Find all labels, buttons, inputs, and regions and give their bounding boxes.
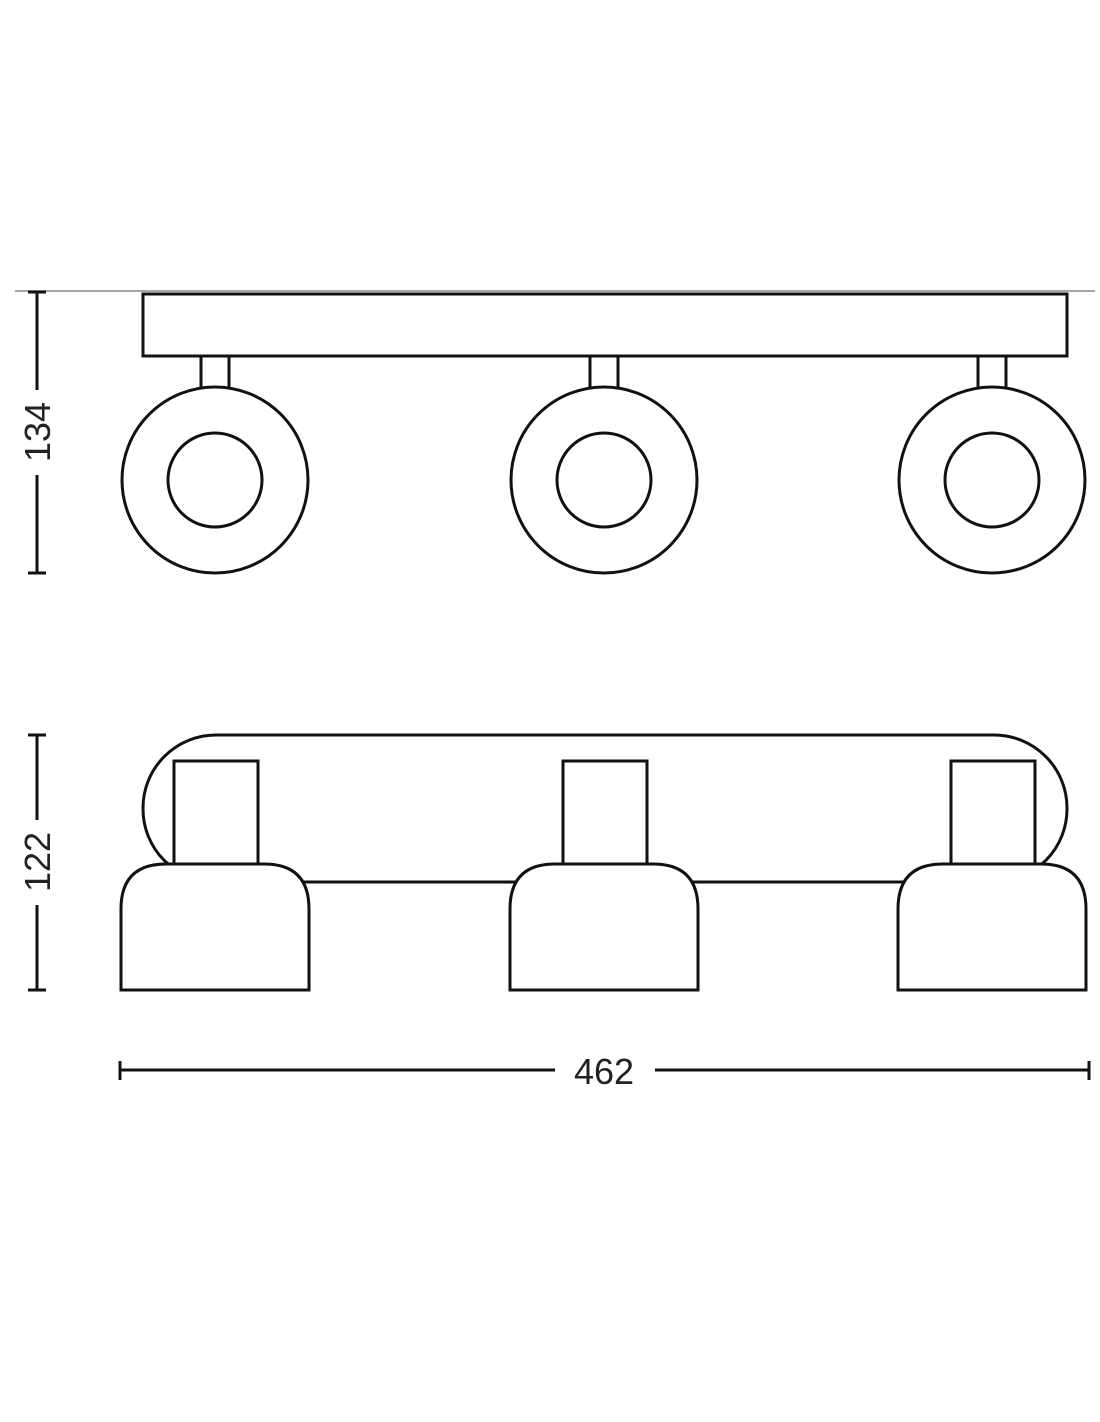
spot-shade (119, 862, 311, 992)
spotlight-front-center (509, 354, 699, 575)
spotlight-side-right (896, 759, 1088, 992)
spot-lens (555, 431, 653, 529)
spot-shade (896, 862, 1088, 992)
spot-stem (199, 354, 231, 390)
spotlight-front-right (897, 354, 1087, 575)
side-view (119, 733, 1088, 992)
spotlight-side-center (508, 759, 700, 992)
spot-arm (949, 759, 1037, 866)
spotlight-side-left (119, 759, 311, 992)
spot-lens (166, 431, 264, 529)
dimension-label-462: 462 (574, 1051, 634, 1092)
spot-stem (588, 354, 620, 390)
dimension-label-122: 122 (17, 832, 58, 892)
dimension-462: 462 (118, 1051, 1091, 1092)
spot-outer-ring (897, 385, 1087, 575)
dimension-122: 122 (17, 733, 58, 992)
front-view (15, 290, 1095, 575)
spot-lens (943, 431, 1041, 529)
dimension-label-134: 134 (17, 402, 58, 462)
dimension-134: 134 (17, 290, 58, 575)
spot-outer-ring (120, 385, 310, 575)
spot-stem (976, 354, 1008, 390)
spotlight-front-left (120, 354, 310, 575)
spot-outer-ring (509, 385, 699, 575)
mounting-bar (141, 292, 1069, 358)
spot-shade (508, 862, 700, 992)
spot-arm (561, 759, 649, 866)
spot-arm (172, 759, 260, 866)
